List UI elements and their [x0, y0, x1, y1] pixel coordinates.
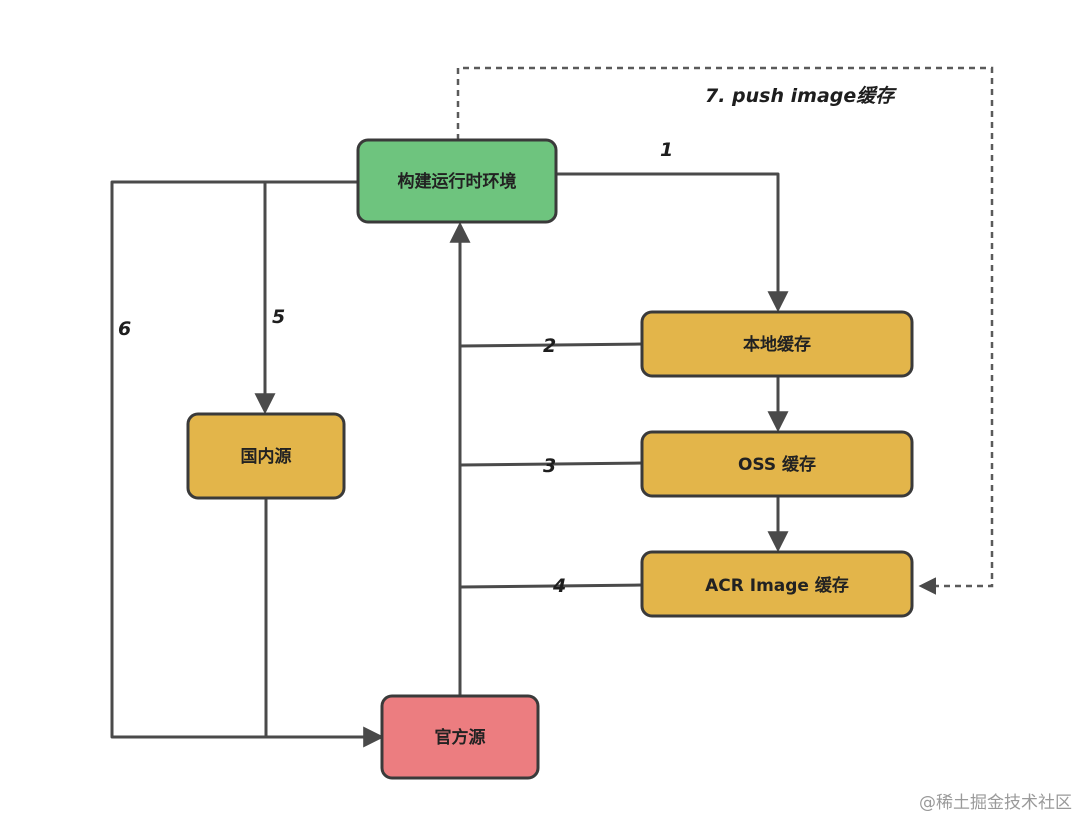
edge-build-to-local-cache [554, 172, 789, 313]
edge-label-6: 6 [118, 318, 131, 340]
node-domestic-source: 国内源 [186, 412, 346, 500]
edge-label-4: 4 [552, 575, 566, 597]
edge-local-cache-return [458, 342, 644, 348]
node-oss-cache-label: OSS 缓存 [738, 454, 816, 475]
node-acr-cache-label: ACR Image 缓存 [705, 575, 849, 596]
node-local-cache: 本地缓存 [640, 310, 914, 378]
edge-acr-cache-return [458, 583, 644, 589]
node-oss-cache: OSS 缓存 [640, 430, 914, 498]
node-build-env: 构建运行时环境 [356, 138, 558, 224]
node-build-env-label: 构建运行时环境 [398, 171, 517, 192]
node-local-cache-label: 本地缓存 [743, 334, 811, 355]
edge-build-to-official [110, 180, 385, 748]
edge-label-7: 7. push image缓存 [705, 85, 897, 107]
watermark-text: @稀土掘金技术社区 [919, 793, 1072, 813]
edge-label-3: 3 [543, 455, 556, 477]
edge-label-2: 2 [543, 335, 556, 357]
node-official-source-label: 官方源 [435, 727, 486, 748]
node-domestic-source-label: 国内源 [241, 446, 292, 467]
node-acr-cache: ACR Image 缓存 [640, 550, 914, 618]
edge-label-1: 1 [660, 139, 673, 161]
node-official-source: 官方源 [380, 694, 540, 780]
edge-build-to-domestic [254, 180, 362, 415]
edge-oss-cache-return [458, 461, 644, 467]
edge-push-image-cache [456, 66, 994, 595]
edge-label-5: 5 [272, 306, 285, 328]
